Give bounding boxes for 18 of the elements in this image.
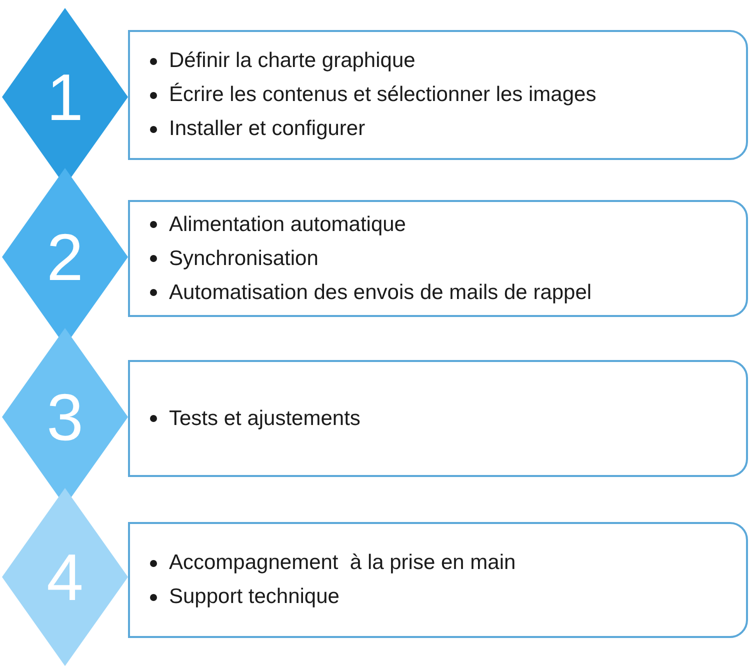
step-number: 4 [46, 544, 84, 610]
task-text: Écrire les contenus et sélectionner les images [169, 82, 596, 108]
task-text: Installer et configurer [169, 116, 366, 142]
task-panel [128, 522, 748, 638]
step-diamond [2, 488, 128, 666]
task-text: Tests et ajustements [169, 406, 360, 432]
task-text: Support technique [169, 584, 340, 610]
task-text: Définir la charte graphique [169, 48, 416, 74]
task-panel [128, 30, 748, 160]
step-number: 3 [46, 384, 84, 450]
task-panel [128, 200, 748, 317]
task-text: Alimentation automatique [169, 212, 406, 238]
step-number: 2 [46, 224, 84, 290]
task-text: Accompagnement à la prise en main [169, 550, 516, 576]
step-number: 1 [46, 64, 84, 130]
task-panel [128, 360, 748, 477]
task-text: Automatisation des envois de mails de rappel [169, 280, 592, 306]
task-text: Synchronisation [169, 246, 318, 272]
